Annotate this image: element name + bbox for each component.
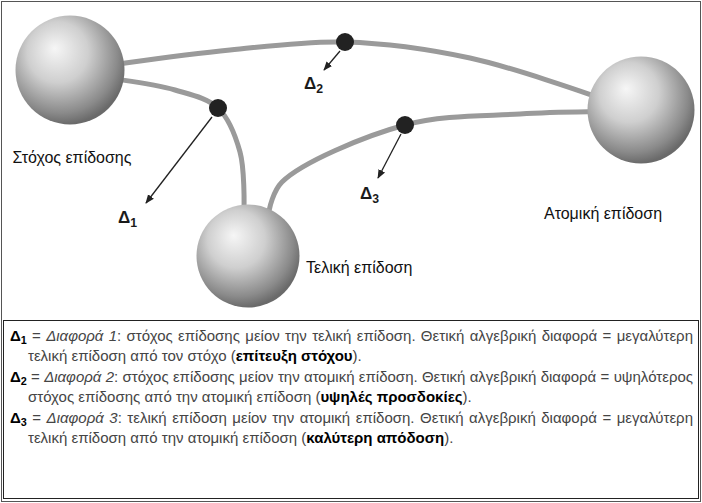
note-part: ). — [463, 388, 472, 405]
difference-label: Δ1 — [118, 208, 137, 228]
definition-note: Δ2 = Διαφορά 2: στόχος επίδοσης μείον τη… — [10, 367, 693, 407]
note-part: = — [27, 409, 47, 426]
node-label: Στόχος επίδοσης — [13, 148, 132, 168]
note-part: ). — [444, 429, 453, 446]
delta-index: 1 — [21, 334, 27, 346]
difference-label: Δ3 — [360, 184, 379, 204]
legend-notes: Δ1 = Διαφορά 1: στόχος επίδοσης μείον τη… — [10, 326, 693, 449]
note-symbol: Δ2 — [10, 368, 27, 385]
note-emphasis: επίτευξη στόχου — [236, 347, 353, 364]
note-term: Διαφορά 1 — [46, 327, 117, 344]
sphere-node: Τελική επίδοση — [190, 198, 440, 316]
sphere-shape — [196, 204, 300, 308]
sphere-shape — [587, 56, 695, 164]
sphere-ball — [16, 16, 125, 125]
leader-line — [324, 51, 340, 70]
definition-note: Δ3 = Διαφορά 3: τελική επίδοση μείον την… — [10, 408, 693, 448]
sphere-ball — [588, 57, 695, 164]
node-label: Τελική επίδοση — [306, 258, 412, 278]
connector-line — [123, 80, 244, 205]
sphere-node: Στόχος επίδοσης — [5, 12, 145, 178]
note-term: Διαφορά 3 — [47, 409, 118, 426]
note-symbol: Δ1 — [10, 327, 27, 344]
note-part: = — [27, 327, 46, 344]
definition-note: Δ1 = Διαφορά 1: στόχος επίδοσης μείον τη… — [10, 326, 693, 366]
sphere-node: Ατομική επίδοση — [525, 48, 697, 228]
difference-dot — [336, 33, 354, 51]
delta-symbol: Δ — [360, 184, 372, 203]
difference-label: Δ2 — [304, 74, 323, 94]
leader-line — [146, 117, 212, 203]
delta-index: 2 — [316, 82, 323, 96]
delta-symbol: Δ — [10, 368, 21, 385]
legend-frame — [4, 321, 699, 499]
edge-group — [123, 42, 590, 210]
delta-symbol: Δ — [118, 208, 130, 227]
note-symbol: Δ3 — [10, 409, 27, 426]
connector-line — [124, 42, 591, 95]
delta-symbol: Δ — [10, 409, 21, 426]
sphere-shape — [15, 15, 125, 125]
note-part: ). — [353, 347, 362, 364]
note-part: = — [27, 368, 44, 385]
note-term: Διαφορά 2 — [44, 368, 114, 385]
node-label: Ατομική επίδοση — [544, 204, 662, 224]
note-emphasis: υψηλές προσδοκίες — [320, 388, 462, 405]
difference-dot — [396, 116, 414, 134]
leader-line — [378, 134, 401, 178]
delta-symbol: Δ — [10, 327, 21, 344]
delta-index: 2 — [21, 375, 27, 387]
delta-index: 3 — [372, 192, 379, 206]
delta-index: 1 — [130, 216, 137, 230]
difference-markers — [146, 33, 414, 203]
difference-dot — [209, 99, 227, 117]
note-emphasis: καλύτερη απόδοση — [306, 429, 444, 446]
connector-line — [269, 112, 588, 210]
delta-index: 3 — [21, 416, 27, 428]
delta-symbol: Δ — [304, 74, 316, 93]
sphere-ball — [197, 205, 300, 308]
